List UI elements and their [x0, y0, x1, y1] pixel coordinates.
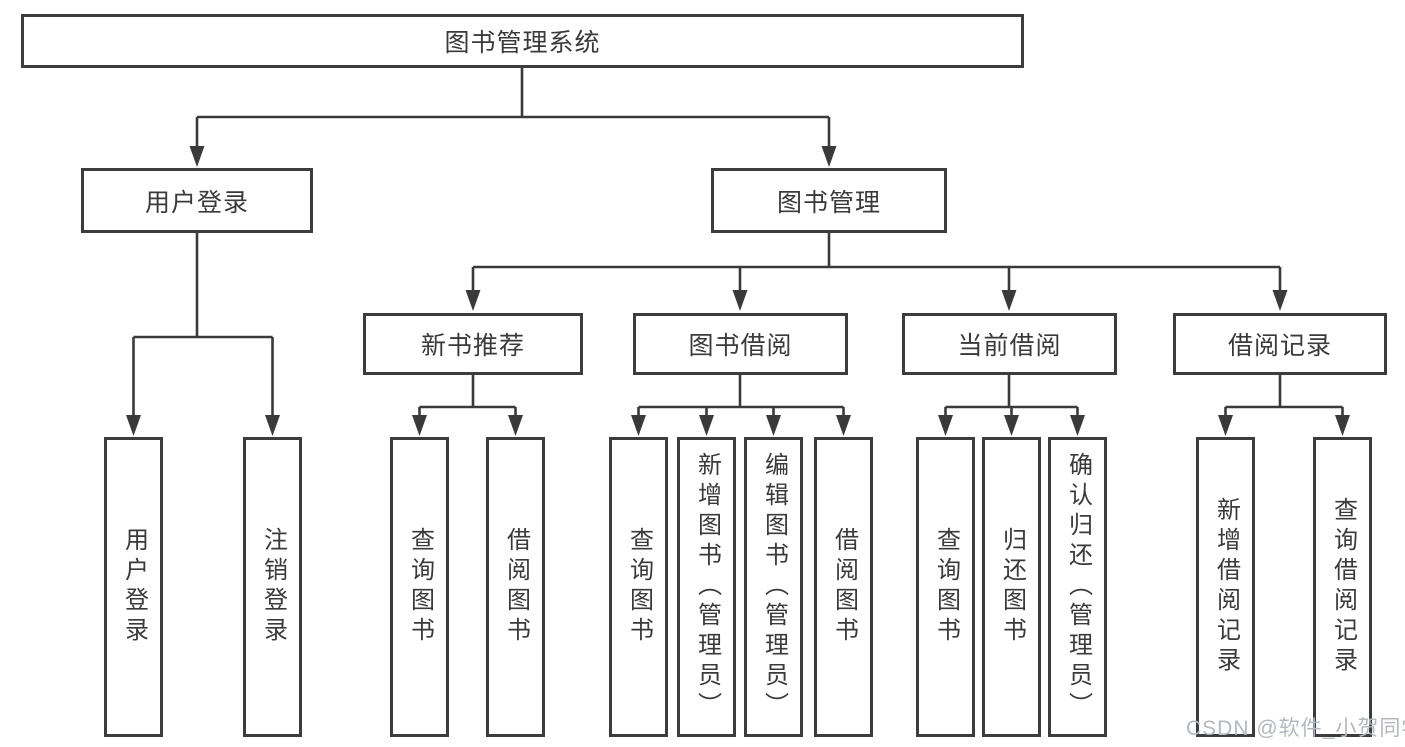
node-borrowing-records: 借阅记录	[1173, 313, 1387, 375]
leaf-label: 借阅图书	[830, 527, 858, 647]
node-label: 用户登录	[144, 188, 249, 217]
leaf-label: 编辑图书（管理员）	[760, 452, 788, 722]
node-new-book-recommend: 新书推荐	[363, 313, 583, 375]
arrowhead	[631, 415, 646, 436]
leaf-add-borrow-record: 新增借阅记录	[1196, 437, 1255, 737]
leaf-label: 注销登录	[259, 527, 287, 647]
arrowhead	[1004, 415, 1019, 436]
arrowhead	[821, 146, 837, 167]
arrowhead	[126, 415, 141, 436]
arrowhead	[1218, 415, 1233, 436]
leaf-query-books-recommend: 查询图书	[390, 437, 449, 737]
arrowhead	[465, 290, 481, 311]
leaf-label: 确认归还（管理员）	[1064, 452, 1092, 722]
node-current-borrowing: 当前借阅	[902, 313, 1117, 375]
leaf-label: 新增图书（管理员）	[693, 452, 721, 722]
edge-book-mgmt-to-level3	[471, 233, 1282, 296]
node-label: 图书管理系统	[444, 29, 601, 57]
leaf-label: 新增借阅记录	[1212, 497, 1240, 677]
leaf-label: 查询图书	[406, 527, 434, 647]
leaf-query-borrow-record: 查询借阅记录	[1313, 437, 1372, 737]
edge-user-login-children	[132, 233, 274, 420]
arrowhead	[1070, 415, 1085, 436]
arrowhead	[732, 290, 748, 311]
leaf-return-books: 归还图书	[982, 437, 1041, 737]
leaf-label: 查询图书	[625, 527, 653, 647]
arrowhead	[189, 146, 205, 167]
arrowhead	[1335, 415, 1350, 436]
node-label: 当前借阅	[957, 332, 1062, 360]
edge-current-borrow-children	[944, 375, 1079, 420]
arrowhead	[265, 415, 280, 436]
arrowhead	[508, 415, 523, 436]
leaf-label: 用户登录	[120, 527, 148, 647]
leaf-edit-books-admin: 编辑图书（管理员）	[744, 437, 803, 737]
edge-root-to-level2	[195, 68, 831, 152]
arrowhead	[1001, 290, 1017, 311]
node-label: 图书借阅	[688, 332, 793, 360]
leaf-label: 查询图书	[932, 527, 960, 647]
node-library-system: 图书管理系统	[21, 14, 1024, 68]
node-book-borrowing: 图书借阅	[633, 313, 848, 375]
leaf-user-login: 用户登录	[104, 437, 163, 737]
leaf-label: 查询借阅记录	[1329, 497, 1357, 677]
edge-borrow-record-children	[1224, 375, 1344, 420]
leaf-logout: 注销登录	[243, 437, 302, 737]
arrowhead	[938, 415, 953, 436]
arrowhead	[699, 415, 714, 436]
leaf-query-books-current: 查询图书	[916, 437, 975, 737]
node-label: 借阅记录	[1227, 332, 1332, 360]
leaf-add-books-admin: 新增图书（管理员）	[677, 437, 736, 737]
edge-new-book-children	[418, 375, 517, 420]
arrowhead	[836, 415, 851, 436]
leaf-label: 借阅图书	[502, 527, 530, 647]
watermark: CSDN @软件_小贺同学	[1186, 717, 1405, 740]
leaf-borrow-books-borrowing: 借阅图书	[814, 437, 873, 737]
node-user-login: 用户登录	[81, 168, 313, 233]
arrowhead	[766, 415, 781, 436]
leaf-label: 归还图书	[998, 527, 1026, 647]
leaf-borrow-books-recommend: 借阅图书	[486, 437, 545, 737]
arrowhead	[412, 415, 427, 436]
edge-book-borrow-children	[637, 375, 845, 420]
node-label: 新书推荐	[420, 332, 525, 360]
node-book-management: 图书管理	[711, 168, 947, 233]
arrowhead	[1272, 290, 1288, 311]
leaf-confirm-return-admin: 确认归还（管理员）	[1048, 437, 1107, 737]
node-label: 图书管理	[776, 188, 881, 217]
leaf-query-books-borrowing: 查询图书	[609, 437, 668, 737]
